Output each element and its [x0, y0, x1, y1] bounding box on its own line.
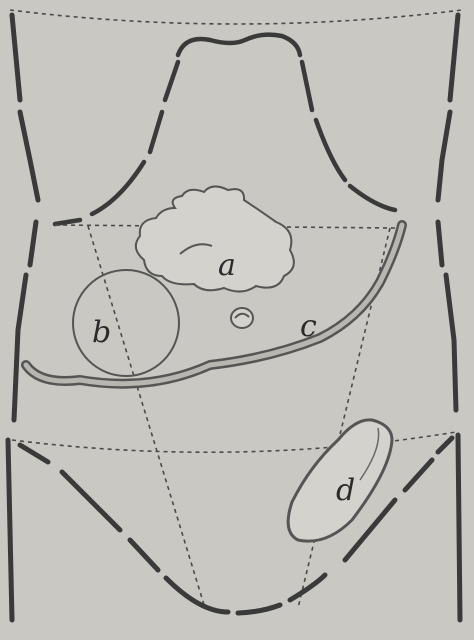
costal-margin-right-2 [316, 120, 345, 180]
pelvic-arc-left-4 [166, 578, 228, 612]
label-c: c [300, 309, 317, 344]
small-nodule-shape [231, 308, 253, 328]
costal-margin-left-2 [150, 112, 162, 152]
left-torso-edge-mid [20, 112, 38, 200]
right-hip-edge [458, 435, 460, 620]
right-torso-edge-mid [438, 112, 450, 200]
organ-b [73, 270, 179, 376]
costal-margin-right-1 [302, 62, 312, 110]
costal-margin-left-3 [92, 162, 144, 214]
left-hip-edge [8, 440, 12, 620]
right-torso-edge-waist [438, 222, 442, 265]
xiphoid-notch [178, 35, 300, 55]
right-torso-edge-flank [446, 275, 456, 410]
organ-a [136, 186, 294, 291]
pelvic-arc-left-3 [130, 540, 158, 570]
pelvic-arc-left-1 [20, 445, 48, 462]
costal-margin-right-3 [350, 186, 395, 210]
pelvic-arc-bottom [238, 605, 280, 613]
pelvic-arc-left-2 [62, 472, 120, 530]
left-torso-edge-waist [30, 222, 36, 265]
costal-margin-left-1 [165, 62, 178, 100]
left-torso-edge-upper [12, 15, 20, 100]
label-b: b [92, 315, 111, 350]
label-d: d [336, 473, 355, 508]
right-torso-edge-upper [450, 15, 458, 100]
top-dashed-curve [10, 10, 462, 24]
pelvic-arc-right-4 [438, 438, 452, 452]
organ-a-outline [136, 186, 294, 291]
pelvic-arc-right-1 [290, 575, 325, 600]
small-nodule [231, 308, 253, 328]
left-torso-edge-flank [14, 275, 26, 420]
organ-b-circle [73, 270, 179, 376]
label-a: a [218, 248, 236, 283]
costal-margin-left-4 [55, 220, 80, 224]
pelvic-arc-right-3 [405, 460, 432, 490]
